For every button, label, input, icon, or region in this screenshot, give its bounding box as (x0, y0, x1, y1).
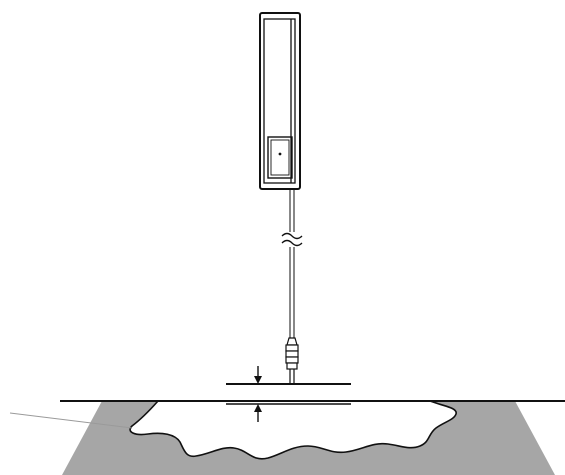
cable-probe (285, 337, 299, 383)
gap-arrows (254, 366, 262, 422)
sensor-inner-panel (263, 18, 296, 184)
cable-break-symbol (281, 232, 303, 240)
sensor-battery-door-inner (270, 139, 290, 176)
sensor-indicator-dot (278, 152, 282, 156)
gap-arrow-up-head (254, 404, 262, 412)
water-puddle (129, 400, 457, 460)
water-leak-sensor (259, 12, 301, 190)
sensor-outer-case (259, 12, 301, 190)
gap-arrow-down-head (254, 376, 262, 384)
sensor-battery-door (267, 136, 293, 179)
puddle-leader-line (9, 412, 133, 429)
sensor-cable (281, 189, 303, 338)
